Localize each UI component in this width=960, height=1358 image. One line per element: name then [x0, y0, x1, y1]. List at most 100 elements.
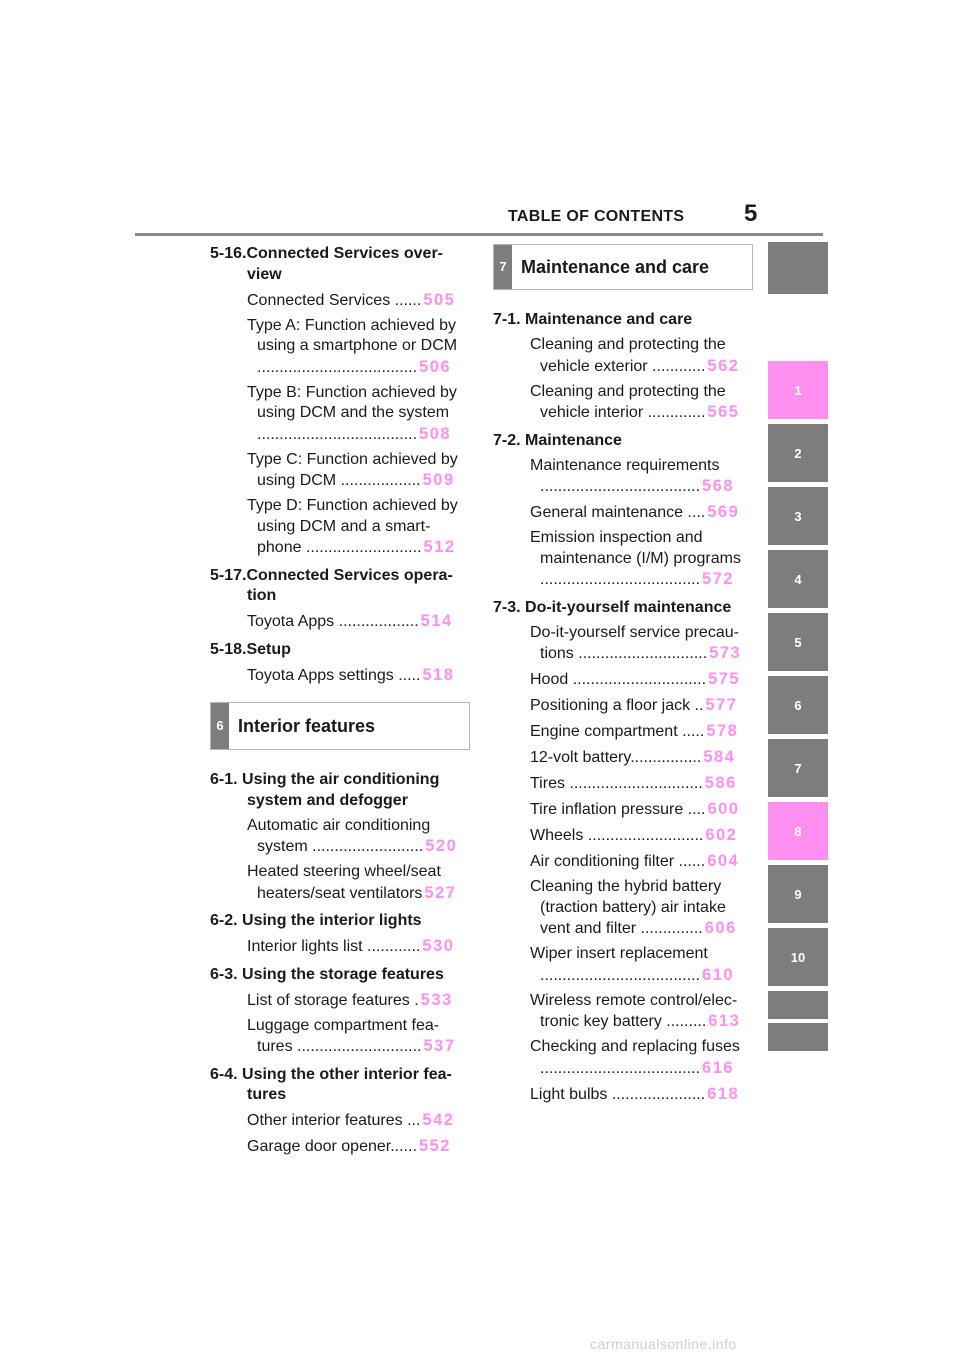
chapter-tab-8[interactable]: 8 [768, 802, 828, 860]
toc-page-link[interactable]: 505 [423, 290, 456, 309]
toc-page-link[interactable]: 506 [419, 357, 452, 376]
toc-page-link[interactable]: 584 [703, 748, 736, 766]
chapter-tab-blank[interactable] [768, 1023, 828, 1051]
toc-entry[interactable]: Interior lights list ............530 [247, 936, 470, 958]
toc-page-link[interactable]: 509 [422, 471, 455, 489]
toc-page-link[interactable]: 518 [422, 665, 455, 684]
toc-entry[interactable]: Tires ..............................586 [530, 773, 753, 795]
toc-entry-label: Toyota Apps .................. [247, 613, 419, 630]
toc-entry-label: Type C: Function achieved by using DCM .… [247, 450, 458, 490]
toc-entry[interactable]: Cleaning and protecting the vehicle inte… [530, 382, 753, 424]
toc-page-link[interactable]: 586 [704, 774, 737, 792]
toc-entry[interactable]: Emission inspection and maintenance (I/M… [530, 528, 753, 591]
toc-entry[interactable]: Automatic air conditioning system ......… [247, 816, 470, 858]
toc-page-link[interactable]: 512 [423, 538, 456, 556]
toc-page-link[interactable]: 616 [702, 1058, 735, 1077]
chapter-tab-10[interactable]: 10 [768, 928, 828, 986]
chapter-tab-3[interactable]: 3 [768, 487, 828, 545]
toc-entry-label: Garage door opener...... [247, 1138, 417, 1155]
toc-entry[interactable]: Toyota Apps ..................514 [247, 611, 470, 633]
toc-entry-label: Checking and replacing fuses ...........… [530, 1038, 740, 1077]
section-heading: 6-4. Using the other interior fea-tures [210, 1065, 452, 1104]
toc-entry[interactable]: Other interior features ...542 [247, 1110, 470, 1132]
toc-page-link[interactable]: 613 [708, 1012, 741, 1030]
toc-entry[interactable]: Luggage compartment fea-tures ..........… [247, 1016, 470, 1058]
toc-entry[interactable]: Tire inflation pressure ....600 [530, 799, 753, 821]
toc-page-link[interactable]: 533 [420, 990, 453, 1009]
toc-entry[interactable]: Type D: Function achieved by using DCM a… [247, 496, 470, 559]
chapter-tab-4[interactable]: 4 [768, 550, 828, 608]
toc-page-link[interactable]: 572 [702, 570, 735, 588]
chapter-tab-9[interactable]: 9 [768, 865, 828, 923]
chapter-number-tab: 7 [494, 245, 512, 289]
toc-entry-label: Type B: Function achieved by using DCM a… [247, 383, 457, 443]
toc-page-link[interactable]: 537 [423, 1037, 456, 1055]
toc-page-link[interactable]: 552 [418, 1137, 451, 1155]
toc-entry[interactable]: Engine compartment .....578 [530, 721, 753, 743]
section-heading: 7-3. Do-it-yourself maintenance [493, 598, 732, 616]
toc-page-link[interactable]: 573 [709, 644, 742, 662]
toc-entry[interactable]: Connected Services ......505 [247, 290, 470, 312]
toc-page-link[interactable]: 577 [705, 696, 738, 714]
toc-entry[interactable]: Toyota Apps settings .....518 [247, 665, 470, 687]
toc-entry-label: Positioning a floor jack .. [530, 697, 704, 714]
toc-page-link[interactable]: 508 [419, 424, 452, 443]
header-title: TABLE OF CONTENTS [508, 208, 685, 225]
toc-page-link[interactable]: 520 [425, 837, 458, 855]
toc-entry[interactable]: Light bulbs .....................618 [530, 1084, 753, 1106]
toc-page-link[interactable]: 527 [424, 883, 457, 902]
toc-entry-label: Connected Services ...... [247, 291, 422, 309]
toc-page-link[interactable]: 602 [705, 826, 738, 844]
toc-page-link[interactable]: 568 [702, 477, 735, 495]
toc-entry[interactable]: Wireless remote control/elec-tronic key … [530, 991, 753, 1033]
toc-entry[interactable]: Wheels ..........................602 [530, 825, 753, 847]
toc-entry[interactable]: List of storage features .533 [247, 990, 470, 1012]
toc-entry-label: Wireless remote control/elec-tronic key … [530, 991, 738, 1031]
toc-entry-label: Cleaning and protecting the vehicle exte… [530, 336, 726, 375]
toc-page-link[interactable]: 569 [707, 503, 740, 521]
toc-entry[interactable]: Wiper insert replacement ...............… [530, 944, 753, 986]
toc-entry-label: Air conditioning filter ...... [530, 853, 706, 870]
toc-entry[interactable]: Garage door opener......552 [247, 1136, 470, 1158]
toc-page-link[interactable]: 562 [707, 356, 740, 375]
toc-page-link[interactable]: 600 [707, 800, 740, 818]
toc-entry[interactable]: Do-it-yourself service precau-tions ....… [530, 623, 753, 665]
toc-entry[interactable]: Cleaning the hybrid battery (traction ba… [530, 877, 753, 940]
chapter-tab-1[interactable]: 1 [768, 361, 828, 419]
toc-entry[interactable]: 12-volt battery................584 [530, 747, 753, 769]
toc-page-link[interactable]: 542 [422, 1111, 455, 1129]
chapter-tab-6[interactable]: 6 [768, 676, 828, 734]
toc-page-link[interactable]: 575 [708, 670, 741, 688]
chapter-title: Interior features [238, 715, 376, 736]
chapter-tab-7[interactable]: 7 [768, 739, 828, 797]
chapter-tab-blank[interactable] [768, 242, 828, 294]
toc-entry[interactable]: General maintenance ....569 [530, 502, 753, 524]
toc-entry[interactable]: Cleaning and protecting the vehicle exte… [530, 335, 753, 377]
toc-page-link[interactable]: 604 [707, 852, 740, 870]
toc-page-link[interactable]: 565 [707, 403, 740, 421]
page-number: 5 [744, 200, 758, 227]
toc-entry[interactable]: Checking and replacing fuses ...........… [530, 1037, 753, 1079]
toc-entry[interactable]: Type A: Function achieved by using a sma… [247, 316, 470, 379]
toc-entry[interactable]: Hood ..............................575 [530, 669, 753, 691]
chapter-tab-2[interactable]: 2 [768, 424, 828, 482]
toc-page-link[interactable]: 578 [706, 722, 739, 740]
toc-page-link[interactable]: 514 [420, 612, 453, 630]
toc-entry[interactable]: Maintenance requirements ...............… [530, 456, 753, 498]
section-heading: 5-17.Connected Services opera-tion [210, 566, 453, 605]
toc-entry[interactable]: Type C: Function achieved by using DCM .… [247, 450, 470, 492]
toc-page-link[interactable]: 618 [707, 1084, 740, 1103]
toc-entry-label: Luggage compartment fea-tures ..........… [247, 1016, 440, 1056]
toc-page-link[interactable]: 606 [704, 919, 737, 937]
chapter-tab-5[interactable]: 5 [768, 613, 828, 671]
toc-entry[interactable]: Positioning a floor jack ..577 [530, 695, 753, 717]
toc-entry[interactable]: Type B: Function achieved by using DCM a… [247, 383, 470, 446]
toc-entry-label: Cleaning the hybrid battery (traction ba… [530, 878, 726, 937]
toc-entry-label: General maintenance .... [530, 504, 706, 521]
chapter-tab-blank[interactable] [768, 991, 828, 1019]
toc-page-link[interactable]: 530 [422, 937, 455, 955]
toc-entry[interactable]: Heated steering wheel/seat heaters/seat … [247, 862, 470, 904]
toc-entry[interactable]: Air conditioning filter ......604 [530, 851, 753, 873]
toc-page-link[interactable]: 610 [702, 965, 735, 984]
